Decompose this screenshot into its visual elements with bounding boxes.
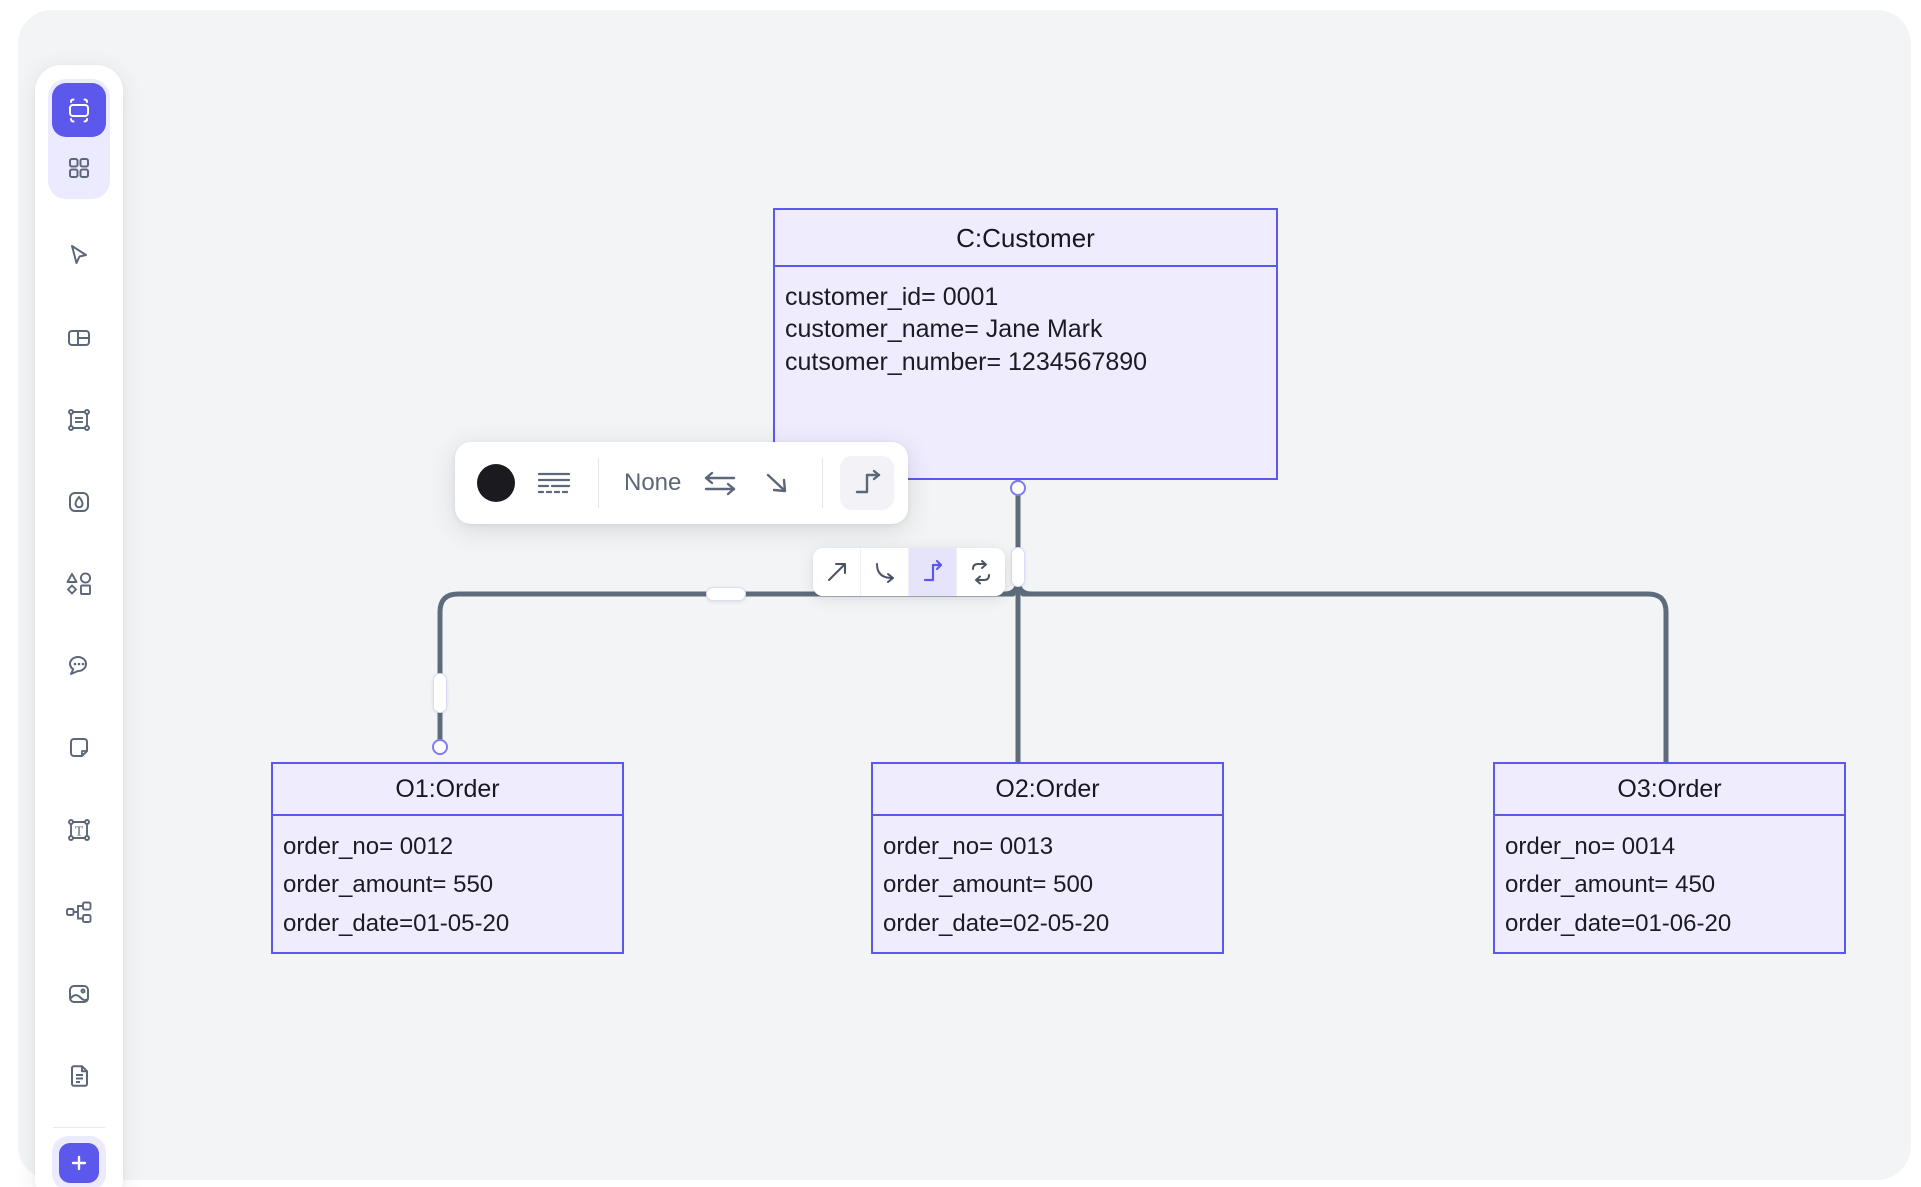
sidebar-item-text-box[interactable]	[52, 393, 106, 447]
shape-rounded-icon	[69, 492, 89, 512]
node-customer-title: C:Customer	[775, 210, 1276, 267]
grid-icon	[69, 158, 89, 178]
shape-option-curved[interactable]	[861, 548, 909, 596]
edge-midpoint-handle-left-branch[interactable]	[433, 673, 447, 713]
sidebar-item-frame[interactable]	[52, 83, 106, 137]
node-customer-attr-2: cutsomer_number= 1234567890	[785, 347, 1148, 376]
node-customer-attr-1: customer_name= Jane Mark	[785, 315, 1103, 344]
sidebar-item-layout[interactable]	[52, 311, 106, 365]
arrow-end-icon	[767, 473, 787, 493]
document-icon	[71, 1065, 88, 1087]
edge-source-handle[interactable]	[1010, 480, 1026, 496]
sidebar-add-button[interactable]	[59, 1143, 99, 1183]
sticky-note-icon	[70, 738, 88, 757]
sidebar-item-templates[interactable]	[52, 141, 106, 195]
node-order-1[interactable]: O1:Order order_no= 0012 order_amount= 55…	[271, 762, 624, 954]
line-shape-popover	[813, 548, 1005, 596]
sidebar-item-text[interactable]: T	[52, 803, 106, 857]
elbow-line-icon	[923, 559, 942, 582]
toolbar-divider-1	[598, 458, 599, 508]
comment-icon	[69, 656, 87, 675]
edge-midpoint-handle-horizontal[interactable]	[706, 587, 746, 601]
node-order-1-title: O1:Order	[273, 764, 622, 816]
arrow-end-style-button[interactable]	[751, 456, 805, 510]
sidebar-item-connector[interactable]	[52, 885, 106, 939]
sidebar-item-image[interactable]	[52, 967, 106, 1021]
stroke-style-button[interactable]	[527, 456, 581, 510]
curved-line-icon	[875, 563, 894, 583]
node-customer[interactable]: C:Customer customer_id= 0001 customer_na…	[773, 208, 1278, 480]
stroke-style-icon	[537, 472, 571, 494]
color-swatch-button[interactable]	[469, 456, 523, 510]
node-order-2-attr-1: order_amount= 500	[883, 871, 1094, 899]
straight-line-icon	[827, 563, 846, 581]
node-order-2-attr-2: order_date=02-05-20	[883, 909, 1110, 937]
layout-icon	[68, 330, 90, 346]
text-box-icon	[68, 409, 90, 431]
sidebar-add-wrapper	[52, 1136, 106, 1187]
node-order-2[interactable]: O2:Order order_no= 0013 order_amount= 50…	[871, 762, 1224, 954]
shape-option-straight[interactable]	[813, 548, 861, 596]
shape-option-rounded-loop[interactable]	[957, 548, 1005, 596]
sidebar-item-shapes[interactable]	[52, 557, 106, 611]
edge-midpoint-handle-vertical[interactable]	[1011, 547, 1025, 587]
sidebar-divider	[53, 1127, 105, 1128]
sidebar-item-document[interactable]	[52, 1049, 106, 1103]
edge-target-handle[interactable]	[432, 739, 448, 755]
diagram-canvas[interactable]: C:Customer customer_id= 0001 customer_na…	[18, 10, 1911, 1180]
node-order-3-attr-1: order_amount= 450	[1505, 871, 1716, 899]
edge-style-toolbar: None	[455, 442, 909, 524]
svg-text:T: T	[75, 825, 84, 840]
text-tool-icon: T	[68, 819, 90, 841]
toolbar-divider-2	[822, 458, 824, 508]
elbow-line-icon	[856, 469, 881, 494]
arrow-both-ends-button[interactable]	[693, 456, 747, 510]
arrow-both-ends-icon	[705, 471, 736, 496]
rounded-loop-icon	[972, 560, 990, 585]
sidebar-item-sticky-note[interactable]	[52, 721, 106, 775]
shapes-icon	[66, 572, 92, 595]
node-order-3-attr-0: order_no= 0014	[1505, 833, 1676, 860]
sidebar-item-comment[interactable]	[52, 639, 106, 693]
node-order-2-title: O2:Order	[873, 764, 1222, 816]
color-swatch	[477, 464, 515, 502]
line-width-label[interactable]: None	[624, 469, 682, 496]
left-toolbar: T	[35, 65, 123, 1187]
node-order-1-attr-0: order_no= 0012	[283, 833, 454, 860]
cursor-icon	[71, 245, 87, 264]
node-order-2-attr-0: order_no= 0013	[883, 833, 1054, 860]
node-order-1-body: order_no= 0012 order_amount= 550 order_d…	[273, 816, 622, 943]
add-icon	[71, 1155, 87, 1171]
image-icon	[69, 985, 89, 1003]
edge-customer-o3	[1020, 591, 1669, 765]
node-order-3-body: order_no= 0014 order_amount= 450 order_d…	[1495, 816, 1844, 943]
node-order-3[interactable]: O3:Order order_no= 0014 order_amount= 45…	[1493, 762, 1846, 954]
line-shape-button[interactable]	[840, 456, 895, 510]
node-customer-body: customer_id= 0001 customer_name= Jane Ma…	[775, 267, 1276, 388]
node-order-1-attr-1: order_amount= 550	[283, 871, 494, 899]
node-customer-attr-0: customer_id= 0001	[785, 283, 999, 311]
edge-layer	[437, 477, 1669, 765]
node-order-3-title: O3:Order	[1495, 764, 1844, 816]
node-order-1-attr-2: order_date=01-05-20	[283, 909, 510, 937]
sidebar-item-select[interactable]	[52, 229, 106, 283]
sidebar-item-shape-rounded[interactable]	[52, 475, 106, 529]
connector-icon	[66, 901, 92, 923]
node-order-2-body: order_no= 0013 order_amount= 500 order_d…	[873, 816, 1222, 943]
shape-option-elbow[interactable]	[909, 548, 957, 596]
node-order-3-attr-2: order_date=01-06-20	[1505, 909, 1732, 937]
frame-icon	[69, 98, 89, 123]
sidebar-primary-group	[48, 79, 110, 199]
edge-customer-o1	[437, 591, 1016, 748]
